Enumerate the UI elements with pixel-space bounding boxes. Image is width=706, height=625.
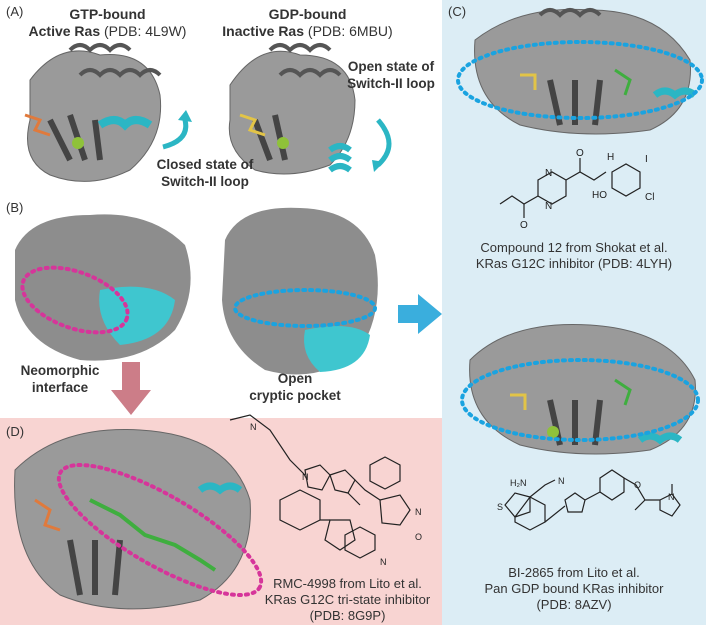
svg-text:O: O — [415, 532, 422, 542]
neomorphic-line1: Neomorphic — [20, 363, 100, 378]
compound12-structure: H N N O O HO I Cl — [499, 148, 654, 231]
compound12-caption-line1: Compound 12 from Shokat et al. — [480, 240, 668, 255]
svg-text:N: N — [250, 422, 257, 432]
bi2865-caption-line3: (PDB: 8AZV) — [536, 597, 612, 612]
rmc4998-caption-line3: (PDB: 8G9P) — [309, 608, 386, 623]
svg-text:O: O — [576, 148, 584, 159]
rmc4998-caption-line1: RMC-4998 from Lito et al. — [273, 576, 422, 591]
panel-c-label: (C) — [448, 4, 467, 19]
svg-text:O: O — [520, 220, 528, 231]
arrow-right-to-c — [398, 294, 442, 334]
gtp-pdb: (PDB: 4L9W) — [104, 23, 187, 39]
svg-text:N: N — [668, 492, 675, 502]
cryptic-pocket-surface — [222, 207, 378, 375]
rmc4998-caption-line2: KRas G12C tri-state inhibitor — [264, 592, 431, 607]
cryptic-line2: cryptic pocket — [249, 388, 341, 403]
panel-d-label: (D) — [6, 424, 25, 439]
compound12-complex-ribbon — [456, 8, 704, 135]
svg-text:N: N — [545, 168, 552, 179]
svg-text:HO: HO — [592, 190, 607, 201]
inactive-ras-ribbon — [228, 43, 392, 175]
gtp-title: GTP-bound Active Ras (PDB: 4L9W) — [20, 6, 195, 40]
compound12-caption: Compound 12 from Shokat et al. KRas G12C… — [445, 240, 703, 272]
bi2865-caption: BI-2865 from Lito et al. Pan GDP bound K… — [445, 565, 703, 613]
gdp-title-line2: Inactive Ras — [222, 23, 305, 39]
neomorphic-surface — [15, 214, 191, 361]
svg-text:N: N — [415, 507, 422, 517]
rmc4998-complex-ribbon — [14, 429, 264, 610]
closed-note-line2: Switch-II loop — [161, 174, 249, 189]
bi2865-caption-line2: Pan GDP bound KRas inhibitor — [484, 581, 664, 596]
gdp-title-line1: GDP-bound — [268, 6, 347, 22]
svg-text:N: N — [558, 476, 565, 486]
open-note-line2: Switch-II loop — [347, 76, 435, 91]
svg-text:Cl: Cl — [645, 192, 654, 203]
panel-b-label: (B) — [6, 200, 24, 215]
gtp-title-line1: GTP-bound — [69, 6, 146, 22]
svg-text:H₂N: H₂N — [510, 478, 527, 488]
rmc4998-caption: RMC-4998 from Lito et al. KRas G12C tri-… — [250, 576, 445, 624]
panel-a-label: (A) — [6, 4, 24, 19]
closed-note-line1: Closed state of — [156, 157, 254, 172]
active-ras-ribbon — [24, 43, 192, 182]
gdp-pdb: (PDB: 6MBU) — [307, 23, 393, 39]
open-note-line1: Open state of — [347, 59, 435, 74]
gdp-title: GDP-bound Inactive Ras (PDB: 6MBU) — [215, 6, 400, 40]
arrow-down-to-d — [111, 362, 151, 415]
svg-text:N: N — [380, 557, 387, 567]
svg-text:I: I — [645, 154, 648, 165]
neomorphic-line2: interface — [31, 380, 89, 395]
svg-text:S: S — [497, 502, 503, 512]
cryptic-line1: Open — [277, 371, 313, 386]
neomorphic-interface-note: Neomorphic interface — [10, 362, 110, 396]
closed-state-note: Closed state of Switch-II loop — [150, 156, 260, 190]
svg-text:N: N — [545, 201, 552, 212]
svg-text:H: H — [607, 152, 614, 163]
rmc4998-structure: N N N O N — [229, 414, 422, 567]
bi2865-caption-line1: BI-2865 from Lito et al. — [508, 565, 640, 580]
cryptic-pocket-note: Open cryptic pocket — [240, 370, 350, 404]
bi2865-structure: H₂N N S O N — [497, 469, 681, 531]
open-state-note: Open state of Switch-II loop — [342, 58, 440, 92]
gtp-title-line2: Active Ras — [28, 23, 101, 39]
svg-text:O: O — [634, 480, 641, 490]
bi2865-complex-ribbon — [460, 323, 700, 455]
svg-text:N: N — [302, 472, 309, 482]
compound12-caption-line2: KRas G12C inhibitor (PDB: 4LYH) — [475, 256, 673, 271]
